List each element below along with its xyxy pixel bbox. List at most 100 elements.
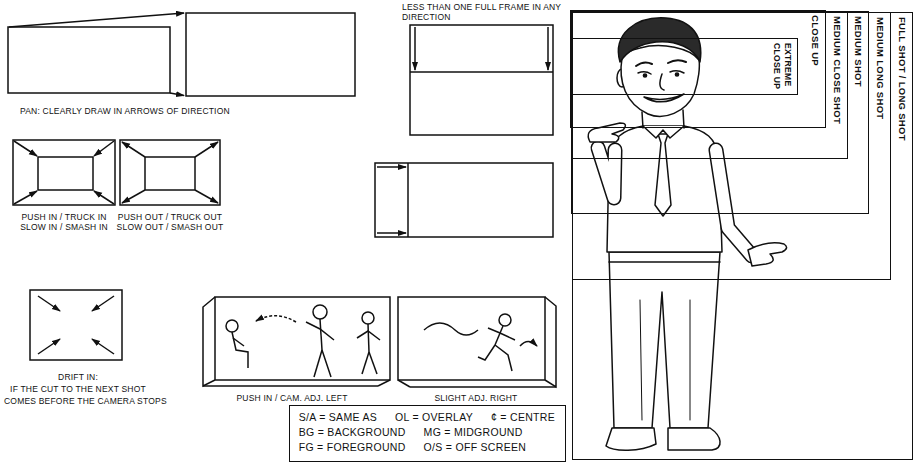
push-out-diagram-part <box>122 190 145 203</box>
drift-in-diagram-part <box>38 296 60 311</box>
push-in-cam-adjust-panel-part <box>362 352 369 374</box>
caption: SLOW IN / SMASH IN <box>20 222 108 232</box>
abbreviation: ¢ = CENTRE <box>491 411 555 424</box>
presenter-figure-part <box>655 134 671 216</box>
shot-label: MEDIUM CLOSE SHOT <box>832 16 843 124</box>
drift-in-diagram-part <box>92 296 114 311</box>
abbreviation-box: S/A = SAME ASOL = OVERLAY¢ = CENTREBG = … <box>289 405 566 462</box>
shot-frame: EXTREME CLOSE UP <box>570 38 798 95</box>
shot-frame: CLOSE UP EXTREME CLOSE UP <box>570 10 826 128</box>
slight-adjust-panel-part <box>398 380 410 387</box>
shot-frame: MEDIUM CLOSE SHOT CLOSE UP EXTREME CLOSE U… <box>571 11 848 159</box>
camera-adjust-vertical <box>410 25 553 135</box>
push-in-cam-adjust-panel-part <box>203 385 378 387</box>
push-out-diagram-part <box>122 142 145 157</box>
camera-adjust-vertical-part <box>414 27 416 70</box>
presenter-figure-part <box>598 148 615 198</box>
presenter-figure-part <box>607 126 722 252</box>
camera-adjust-vertical-part <box>410 25 553 135</box>
drift-in-diagram-part <box>38 339 60 354</box>
push-in-cam-adjust-panel-part <box>226 320 238 332</box>
push-in-cam-adjust-panel-part <box>215 297 390 380</box>
presenter-figure-part <box>644 94 684 102</box>
presenter-figure-part <box>716 150 752 256</box>
pan-diagram-part <box>186 13 355 96</box>
caption: PAN: CLEARLY DRAW IN ARROWS OF DIRECTION <box>20 106 230 116</box>
push-in-cam-adjust-panel-part <box>322 350 331 377</box>
drawing-part <box>8 13 556 387</box>
push-in-cam-adjust-panel-part <box>314 350 322 377</box>
presenter-figure-part <box>643 74 646 77</box>
slight-adjust-panel-part <box>398 297 545 380</box>
push-in-cam-adjust-panel-part <box>306 322 334 340</box>
shot-frame: MEDIUM SHOT MEDIUM CLOSE SHOT CLOSE UP EXTR… <box>571 11 869 214</box>
drift-in-diagram-part <box>92 339 114 354</box>
pan-diagram-part <box>170 93 184 96</box>
shot-label: MEDIUM SHOT <box>853 16 864 87</box>
pan-diagram <box>8 13 355 96</box>
push-in-diagram-part <box>94 191 114 204</box>
push-in-cam-adjust-panel-part <box>378 380 390 386</box>
push-in-cam-adjust-panel <box>203 297 390 386</box>
push-out-diagram <box>120 140 220 205</box>
push-in-diagram-part <box>38 157 93 190</box>
push-out-diagram-part <box>120 140 220 205</box>
presenter-figure-part <box>621 46 699 117</box>
camera-adjust-vertical-part <box>410 71 553 73</box>
abbreviation: OL = OVERLAY <box>395 411 473 424</box>
push-in-cam-adjust-panel-part <box>256 316 296 322</box>
slight-adjust-panel-part <box>488 328 515 340</box>
slight-adjust-panel <box>398 297 556 387</box>
drift-in-diagram <box>30 290 122 360</box>
shot-label: CLOSE UP <box>810 15 821 66</box>
drift-in-diagram-part <box>30 290 122 360</box>
abbreviation: FG = FOREGROUND <box>299 441 406 454</box>
push-in-cam-adjust-panel-part <box>362 312 374 324</box>
slight-adjust-panel-part <box>424 323 478 335</box>
presenter-figure-part <box>636 60 686 66</box>
presenter-figure <box>588 18 786 450</box>
push-in-cam-adjust-panel-part <box>203 297 215 386</box>
shot-label: EXTREME CLOSE UP <box>771 43 793 95</box>
push-in-cam-adjust-panel-part <box>232 332 248 368</box>
push-out-diagram-part <box>145 157 195 190</box>
push-in-diagram-part <box>14 141 37 156</box>
slight-adjust-panel-part <box>495 345 512 371</box>
presenter-figure-part <box>668 428 720 450</box>
caption: SLOW OUT / SMASH OUT <box>117 222 224 232</box>
push-in-diagram <box>13 140 115 205</box>
push-in-diagram-part <box>13 140 115 205</box>
slight-adjust-panel-part <box>478 345 495 360</box>
pan-diagram-part <box>9 13 184 27</box>
presenter-figure-part <box>640 300 690 420</box>
shot-label: MEDIUM LONG SHOT <box>875 17 886 119</box>
slight-adjust-panel-part <box>545 297 556 387</box>
push-in-cam-adjust-panel-part <box>313 305 327 319</box>
shot-frame: MEDIUM LONG SHOT MEDIUM SHOT MEDIUM CLOSE … <box>572 12 891 280</box>
presenter-figure-part <box>609 261 720 263</box>
push-out-diagram-part <box>195 190 218 203</box>
camera-adjust-horizontal-part <box>375 163 553 237</box>
presenter-figure-part <box>660 74 664 90</box>
shot-label: FULL SHOT / LONG SHOT <box>897 17 908 141</box>
shot-frame: FULL SHOT / LONG SHOTMEDIUM LONG SHOTMED… <box>572 12 913 460</box>
abbreviation: MG = MIDGROUND <box>424 426 523 439</box>
push-in-cam-adjust-panel-part <box>368 324 369 352</box>
push-in-diagram-part <box>14 191 37 204</box>
caption: PUSH IN / CAM. ADJ. LEFT <box>236 393 347 403</box>
slight-adjust-panel-part <box>410 386 556 388</box>
pan-diagram-part <box>8 27 170 93</box>
slight-adjust-panel-part <box>499 314 511 326</box>
caption: IF THE CUT TO THE NEXT SHOT <box>10 384 146 394</box>
push-in-cam-adjust-panel-part <box>369 352 377 374</box>
camera-adjust-horizontal-part <box>377 232 406 234</box>
presenter-figure-part <box>618 18 700 62</box>
abbreviation: BG = BACKGROUND <box>299 426 406 439</box>
presenter-figure-part <box>588 123 625 142</box>
push-out-diagram-part <box>195 142 218 157</box>
presenter-figure-part <box>606 428 656 450</box>
abbreviation: O/S = OFF SCREEN <box>424 441 527 454</box>
slight-adjust-panel-part <box>520 342 537 347</box>
caption: PUSH OUT / TRUCK OUT <box>118 212 222 222</box>
presenter-figure-part <box>748 243 787 266</box>
